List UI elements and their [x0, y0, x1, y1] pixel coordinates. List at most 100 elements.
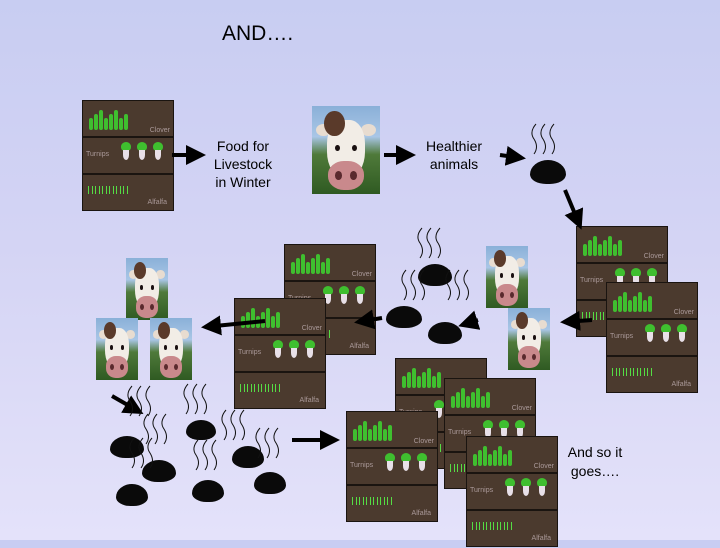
turnip-root: [387, 461, 393, 471]
turnip-icon: [305, 340, 315, 349]
cow-eye: [510, 273, 514, 278]
alfalfa-icon: [640, 368, 641, 376]
food-label-line2: Livestock: [213, 156, 273, 172]
clover-icon: [633, 296, 637, 312]
clover-icon: [648, 296, 652, 312]
turnip-icon: [401, 453, 411, 462]
clover-row: Clover: [444, 378, 536, 415]
clover-icon: [422, 372, 426, 388]
steam-icon: [183, 383, 189, 415]
cow-nostril: [119, 363, 124, 371]
turnip-icon: [515, 420, 525, 429]
alfalfa-icon: [457, 464, 458, 472]
alfalfa-icon: [472, 522, 473, 530]
alfalfa-icon: [275, 384, 276, 392]
steam-icon: [202, 439, 208, 471]
turnip-root: [291, 348, 297, 358]
clover-icon: [427, 368, 431, 388]
cow-eye: [174, 345, 178, 350]
ending-label: And so it goes….: [560, 443, 630, 481]
alfalfa-icon: [352, 497, 353, 505]
clover-icon: [412, 368, 416, 388]
alfalfa-icon: [450, 464, 451, 472]
cow-photo: [126, 258, 168, 320]
clover-icon: [358, 425, 362, 441]
alfalfa-icon: [355, 497, 357, 505]
steam-icon: [192, 383, 198, 415]
ending-label-line2: goes….: [570, 463, 620, 479]
turnip-icon: [483, 420, 493, 429]
clover-icon: [643, 300, 647, 312]
manure-icon: [110, 436, 144, 458]
clover-icon: [583, 244, 587, 256]
alfalfa-icon: [599, 312, 601, 320]
clover-row-label: Clover: [149, 127, 170, 134]
turnip-icon: [323, 286, 333, 295]
clover-icon: [306, 262, 310, 274]
clover-icon: [316, 254, 320, 274]
clover-icon: [488, 454, 492, 466]
clover-icon: [618, 240, 622, 256]
clover-row-label: Clover: [533, 463, 554, 470]
clover-icon: [503, 454, 507, 466]
steam-icon: [127, 385, 133, 417]
alfalfa-icon: [383, 497, 385, 505]
clover-icon: [291, 262, 295, 274]
alfalfa-icon: [380, 497, 381, 505]
cow-ear: [126, 330, 136, 340]
cow-ear: [128, 270, 138, 280]
turnip-root: [139, 150, 145, 160]
alfalfa-icon: [387, 497, 388, 505]
alfalfa-icon: [369, 497, 371, 505]
cow-eye: [532, 335, 536, 340]
manure-icon: [418, 264, 452, 286]
clover-icon: [373, 425, 377, 441]
steam-icon: [435, 227, 441, 259]
cow-nostril: [509, 291, 514, 299]
alfalfa-icon: [643, 368, 645, 376]
clover-icon: [94, 114, 98, 130]
turnip-icon: [153, 142, 163, 151]
cow-patch: [157, 321, 171, 340]
turnip-root: [419, 461, 425, 471]
clover-icon: [402, 376, 406, 388]
cow-photo: [150, 318, 192, 380]
alfalfa-icon: [91, 186, 93, 194]
turnip-root: [341, 294, 347, 304]
cow-nostril: [149, 303, 154, 311]
cow-nostril: [335, 171, 342, 180]
clover-icon: [478, 450, 482, 466]
steam-icon: [211, 439, 217, 471]
alfalfa-icon: [592, 312, 594, 320]
alfalfa-icon: [507, 522, 508, 530]
alfalfa-icon: [650, 368, 652, 376]
turnip-icon: [615, 268, 625, 277]
turnip-root: [617, 276, 623, 286]
turnips-row-label: Turnips: [86, 151, 110, 158]
clover-icon: [613, 244, 617, 256]
arrow-icon: [560, 310, 593, 331]
clover-row: Clover: [466, 436, 558, 473]
steam-icon: [540, 123, 546, 155]
alfalfa-icon: [500, 522, 501, 530]
cow-ear: [360, 123, 376, 136]
clover-icon: [368, 429, 372, 441]
alfalfa-icon: [486, 522, 487, 530]
steam-icon: [161, 413, 167, 445]
alfalfa-icon: [362, 497, 364, 505]
turnips-row: Turnips: [234, 335, 326, 372]
clover-icon: [383, 429, 387, 441]
cow-eye: [110, 345, 114, 350]
turnip-root: [517, 428, 523, 438]
alfalfa-row-label: Alfalfa: [147, 199, 167, 206]
clover-icon: [407, 372, 411, 388]
alfalfa-icon: [603, 312, 604, 320]
alfalfa-icon: [119, 186, 121, 194]
alfalfa-icon: [636, 368, 638, 376]
alfalfa-icon: [240, 384, 241, 392]
clover-icon: [476, 388, 480, 408]
healthier-label: Healthier animals: [420, 137, 488, 173]
